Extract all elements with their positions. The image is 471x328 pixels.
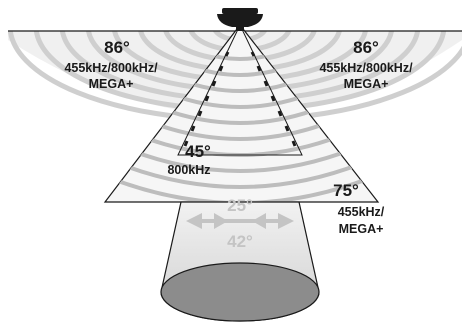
medium-mode-label: MEGA+ — [339, 222, 384, 236]
medium-angle-label: 75° — [333, 181, 359, 200]
arrow-left-inner-icon — [214, 213, 228, 229]
narrow-beam — [177, 23, 303, 156]
right-angle-label: 86° — [353, 38, 379, 57]
down-cone — [160, 201, 320, 322]
left-mode-label: MEGA+ — [89, 77, 134, 91]
narrow-frequency-label: 800kHz — [167, 163, 210, 177]
cone-outer-angle-label: 42° — [227, 232, 253, 251]
narrow-beam-ticks — [183, 51, 297, 147]
cone-base — [160, 262, 320, 322]
arrow-right-inner-icon — [252, 213, 266, 229]
right-mode-label: MEGA+ — [344, 77, 389, 91]
cone-inner-angle-label: 25° — [227, 196, 253, 215]
cone-arrows — [186, 213, 294, 229]
medium-frequency-label: 455kHz/ — [338, 205, 385, 219]
narrow-beam-outline — [177, 23, 303, 156]
left-angle-label: 86° — [104, 38, 130, 57]
arrow-shaft — [198, 219, 282, 223]
left-frequency-label: 455kHz/800kHz/ — [64, 61, 158, 75]
narrow-angle-label: 45° — [185, 142, 211, 161]
right-frequency-label: 455kHz/800kHz/ — [319, 61, 413, 75]
medium-beam-arcs — [109, 50, 371, 202]
arrow-left-outer-icon — [186, 213, 202, 229]
medium-beam — [103, 24, 380, 203]
boat-hull-icon — [217, 8, 263, 31]
arrow-right-outer-icon — [278, 213, 294, 229]
